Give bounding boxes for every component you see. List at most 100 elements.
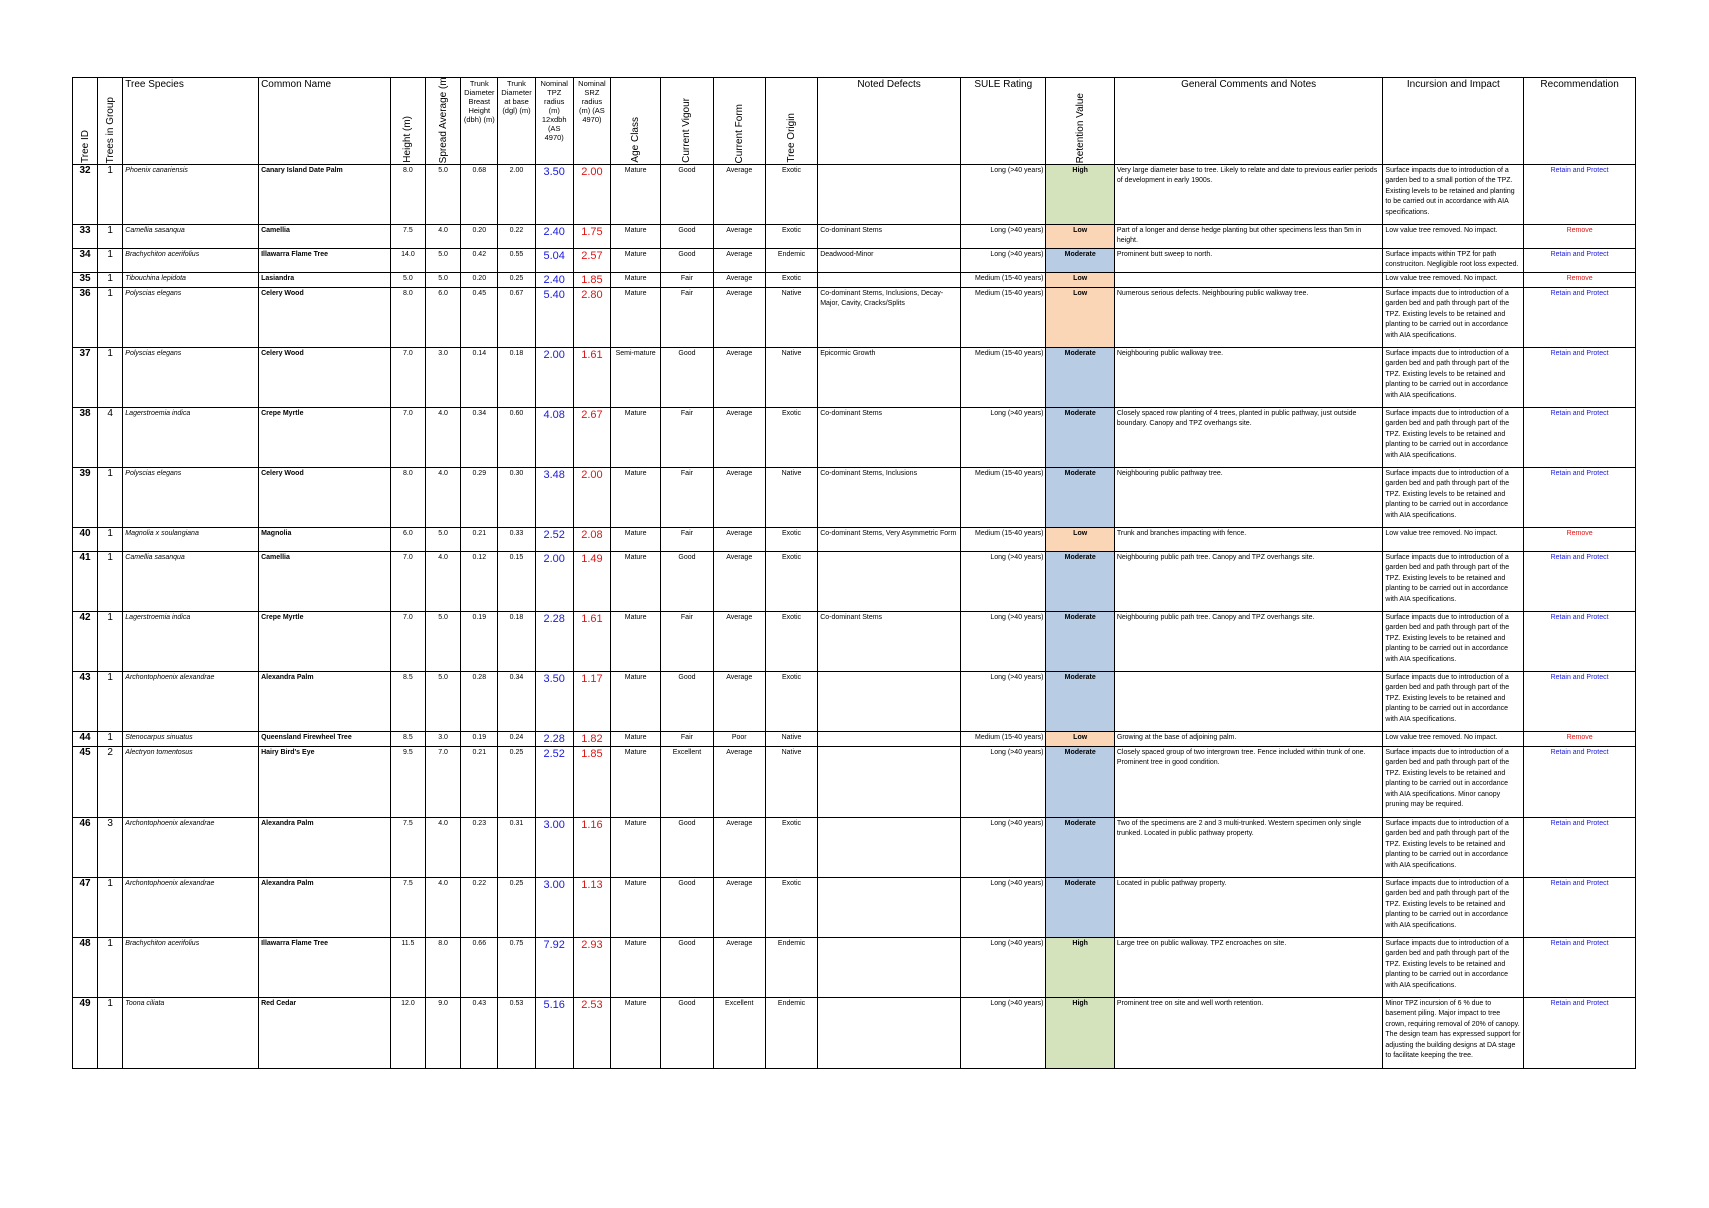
cell-dbh: 0.20 <box>460 224 499 249</box>
cell-retention: Moderate <box>1045 671 1115 732</box>
cell-defects <box>817 997 961 1069</box>
cell-spread: 4.0 <box>424 551 462 612</box>
cell-defects <box>817 817 961 878</box>
cell-tpz: 5.40 <box>534 287 574 348</box>
cell-age: Mature <box>610 272 662 288</box>
cell-tpz: 2.28 <box>534 611 574 672</box>
cell-incursion: Surface impacts due to introduction of a… <box>1382 347 1525 408</box>
cell-vigour: Good <box>660 248 714 273</box>
cell-tpz: 3.50 <box>534 164 574 225</box>
cell-srz: 1.82 <box>572 731 612 747</box>
cell-vigour: Fair <box>660 611 714 672</box>
cell-defects: Co-dominant Stems <box>817 224 961 249</box>
cell-species: Polyscias elegans <box>122 347 260 408</box>
cell-species: Archontophoenix alexandrae <box>122 671 260 732</box>
cell-incursion: Surface impacts due to introduction of a… <box>1382 551 1525 612</box>
cell-srz: 1.13 <box>572 877 612 938</box>
cell-dgl: 0.22 <box>497 224 536 249</box>
cell-sule: Long (>40 years) <box>959 224 1047 249</box>
cell-recommendation: Retain and Protect <box>1523 611 1636 672</box>
cell-spread: 5.0 <box>424 164 462 225</box>
cell-species: Lagerstroemia indica <box>122 611 260 672</box>
cell-group: 1 <box>97 224 124 249</box>
column-header-common: Common Name <box>258 77 391 165</box>
cell-tpz: 5.04 <box>534 248 574 273</box>
cell-incursion: Surface impacts due to introduction of a… <box>1382 164 1525 225</box>
cell-tpz: 2.40 <box>534 224 574 249</box>
column-header-tree-id: Tree ID <box>71 77 99 165</box>
cell-tpz: 3.00 <box>534 817 574 878</box>
header-label: Tree Origin <box>786 113 798 163</box>
cell-id: 44 <box>71 731 99 747</box>
column-header-srz: Nominal SRZ radius (m) (AS 4970) <box>572 77 612 165</box>
cell-dgl: 0.18 <box>497 611 536 672</box>
cell-spread: 5.0 <box>424 248 462 273</box>
cell-form: Average <box>712 551 766 612</box>
cell-vigour: Fair <box>660 272 714 288</box>
cell-common: Alexandra Palm <box>258 877 391 938</box>
header-label-wrap: Tree ID <box>75 79 95 163</box>
cell-common: Celery Wood <box>258 347 391 408</box>
cell-defects <box>817 164 961 225</box>
cell-species: Brachychiton acerifolius <box>122 937 260 998</box>
cell-retention: Moderate <box>1045 248 1115 273</box>
header-label: Trees in Group <box>104 96 116 163</box>
cell-id: 46 <box>71 817 99 878</box>
cell-tpz: 3.48 <box>534 467 574 528</box>
cell-recommendation: Retain and Protect <box>1523 817 1636 878</box>
column-header-comments: General Comments and Notes <box>1113 77 1384 165</box>
cell-origin: Exotic <box>764 164 819 225</box>
cell-dbh: 0.28 <box>460 671 499 732</box>
cell-group: 1 <box>97 731 124 747</box>
cell-sule: Long (>40 years) <box>959 551 1047 612</box>
cell-dbh: 0.68 <box>460 164 499 225</box>
cell-srz: 1.61 <box>572 347 612 408</box>
header-label-wrap: Current Form <box>716 79 763 163</box>
cell-dgl: 0.31 <box>497 817 536 878</box>
cell-dbh: 0.23 <box>460 817 499 878</box>
cell-id: 33 <box>71 224 99 249</box>
cell-spread: 7.0 <box>424 746 462 818</box>
cell-age: Mature <box>610 611 662 672</box>
cell-form: Average <box>712 611 766 672</box>
header-label-wrap: Age Class <box>613 79 658 163</box>
cell-recommendation: Retain and Protect <box>1523 164 1636 225</box>
cell-age: Mature <box>610 671 662 732</box>
cell-species: Brachychiton acerifolius <box>122 248 260 273</box>
header-label-wrap: Retention Value <box>1048 79 1111 163</box>
cell-origin: Exotic <box>764 224 819 249</box>
cell-spread: 6.0 <box>424 287 462 348</box>
cell-recommendation: Remove <box>1523 731 1636 747</box>
cell-id: 41 <box>71 551 99 612</box>
cell-group: 1 <box>97 347 124 408</box>
cell-id: 49 <box>71 997 99 1069</box>
cell-retention: High <box>1045 164 1115 225</box>
cell-id: 40 <box>71 527 99 552</box>
cell-vigour: Good <box>660 817 714 878</box>
cell-retention: Low <box>1045 272 1115 288</box>
cell-group: 1 <box>97 551 124 612</box>
cell-sule: Long (>40 years) <box>959 164 1047 225</box>
column-header-retention: Retention Value <box>1045 77 1115 165</box>
cell-spread: 4.0 <box>424 467 462 528</box>
cell-origin: Exotic <box>764 272 819 288</box>
cell-group: 1 <box>97 467 124 528</box>
cell-height: 12.0 <box>389 997 427 1069</box>
cell-origin: Native <box>764 287 819 348</box>
cell-id: 35 <box>71 272 99 288</box>
cell-form: Average <box>712 877 766 938</box>
header-label: Trunk Diameter at base (dgl) (m) <box>501 79 532 115</box>
cell-age: Mature <box>610 287 662 348</box>
cell-comments: Large tree on public walkway. TPZ encroa… <box>1113 937 1384 998</box>
cell-common: Illawarra Flame Tree <box>258 248 391 273</box>
cell-common: Celery Wood <box>258 287 391 348</box>
cell-retention: Low <box>1045 287 1115 348</box>
cell-id: 38 <box>71 407 99 468</box>
cell-recommendation: Retain and Protect <box>1523 937 1636 998</box>
cell-height: 8.0 <box>389 287 427 348</box>
cell-comments: Prominent tree on site and well worth re… <box>1113 997 1384 1069</box>
cell-dbh: 0.34 <box>460 407 499 468</box>
